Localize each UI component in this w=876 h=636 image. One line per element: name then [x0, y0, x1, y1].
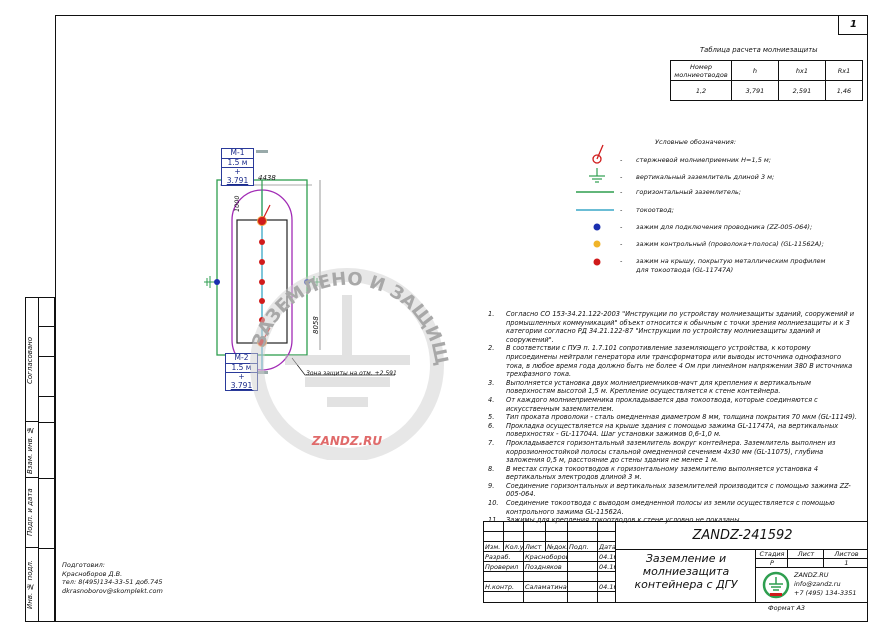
blue-dot-icon — [593, 223, 601, 231]
note-item: 7.Прокладывается горизонтальный заземлит… — [488, 438, 836, 465]
legend-item: зажим на крышу, покрытую металлическим п… — [636, 257, 826, 274]
calc-header: h — [731, 60, 779, 81]
header-cell: Лист — [524, 542, 546, 552]
title-block: Изм. Кол.уч. Лист №док. Подп. Дата Разра… — [483, 521, 868, 603]
dim-width: 4438 — [258, 174, 276, 182]
calc-table-title: Таблица расчета молниезащиты — [700, 46, 818, 54]
header-cell: Дата — [598, 542, 616, 552]
legend-title: Условные обозначения: — [655, 138, 737, 146]
zone-label: Зона защиты на отм. +2.591 — [306, 370, 397, 377]
legend-item: зажим контрольный (проволока+полоса) (GL… — [636, 240, 824, 248]
name-cell — [524, 572, 568, 582]
yellow-dot-icon — [593, 240, 601, 248]
date-cell: 04.16 — [598, 582, 616, 592]
blue-clamp-left — [214, 279, 220, 285]
sheets-value: 1 — [824, 559, 868, 568]
lightning-rod-icon — [592, 144, 604, 164]
header-cell: №док. — [546, 542, 568, 552]
paper-format: Формат А3 — [768, 604, 806, 612]
date-cell — [598, 572, 616, 582]
note-item: 2.В соответствии с ПУЭ п. 1.7.101 сопрот… — [488, 344, 853, 379]
side-label-agreed: Согласовано — [26, 336, 34, 384]
name-cell: Саламатина — [524, 582, 568, 592]
note-item: 10.Соединение токоотвода с выводом омедн… — [488, 499, 835, 516]
red-dot-icon — [593, 258, 601, 266]
calc-cell: 1,46 — [824, 80, 864, 101]
note-item: 3.Выполняется установка двух молниеприем… — [488, 378, 811, 396]
legend-dash: - — [620, 223, 623, 231]
date-cell: 04.16 — [598, 562, 616, 572]
legend-item: стержневой молниеприемник H=1,5 м; — [636, 156, 771, 164]
side-label-sign-date: Подп. и дата — [26, 488, 34, 537]
stage-value: Р — [756, 559, 788, 568]
header-cell: Изм. — [484, 542, 504, 552]
drawing-frame — [55, 15, 868, 622]
legend-dash: - — [620, 206, 623, 214]
legend-dash: - — [620, 257, 623, 265]
company-logo-icon — [762, 571, 790, 599]
sheets-header: Листов — [824, 550, 868, 559]
note-item: 1.Согласно СО 153-34.21.122-2003 "Инстру… — [488, 310, 855, 344]
calc-header: Rx1 — [824, 60, 864, 81]
dim-height: 8058 — [312, 316, 320, 334]
calc-header: Номер молниеотводов — [670, 60, 732, 81]
legend-item: вертикальный заземлитель длиной 3 м; — [636, 173, 775, 181]
name-cell: Красноборов — [524, 552, 568, 562]
role-cell: Разраб. — [484, 552, 524, 562]
note-item: 4.От каждого молниеприемника прокладывае… — [488, 395, 818, 413]
role-cell: Н.контр. — [484, 582, 524, 592]
legend-dash: - — [620, 156, 623, 164]
blue-clamp-right — [304, 279, 310, 285]
legend-dash: - — [620, 240, 623, 248]
prepared-by: Подготовил:Красноборов Д.В.тел: 8(495)13… — [62, 561, 163, 595]
legend-item: зажим для подключения проводника (ZZ-005… — [636, 223, 813, 231]
ground-electrode-icon — [589, 168, 605, 183]
calc-cell: 2,591 — [777, 80, 826, 101]
header-cell: Кол.уч. — [504, 542, 524, 552]
role-cell: Проверил — [484, 562, 524, 572]
name-cell: Поздняков — [524, 562, 568, 572]
legend-dash: - — [620, 173, 623, 181]
note-item: 9.Соединение горизонтальных и вертикальн… — [488, 481, 851, 499]
document-code: ZANDZ-241592 — [616, 522, 868, 550]
legend-dash: - — [620, 188, 623, 196]
dim-offset: 1000 — [233, 195, 241, 212]
note-item: 8.В местах спуска токоотводов к горизонт… — [488, 464, 819, 482]
legend-icons — [576, 144, 614, 266]
calc-cell: 1,2 — [670, 80, 732, 101]
note-item: 5.Тип проката проволоки - сталь омедненн… — [488, 413, 858, 422]
side-label-replacement: Взам. инв. № — [26, 425, 34, 474]
sheet-value — [788, 559, 824, 568]
date-cell: 04.16 — [598, 552, 616, 562]
legend-item: горизонтальный заземлитель; — [636, 188, 741, 196]
legend-item: токоотвод; — [636, 206, 674, 214]
notes-list: 1.Согласно СО 153-34.21.122-2003 "Инстру… — [488, 310, 860, 525]
calc-cell: 3,791 — [731, 80, 779, 101]
sheet-number: 1 — [838, 15, 868, 35]
calc-header: hx1 — [777, 60, 826, 81]
note-item: 11.Зажимы для крепления токоотводов к ст… — [488, 516, 742, 525]
stage-header: Стадия — [756, 550, 788, 559]
header-cell: Подп. — [568, 542, 598, 552]
role-cell — [484, 572, 524, 582]
side-label-inventory: Инв. № подл. — [26, 559, 34, 609]
note-item: 6.Прокладка осуществляется на крыше здан… — [488, 421, 839, 439]
sheet-header: Лист — [788, 550, 824, 559]
side-strip: Согласовано Взам. инв. № Подп. и дата Ин… — [25, 297, 55, 622]
